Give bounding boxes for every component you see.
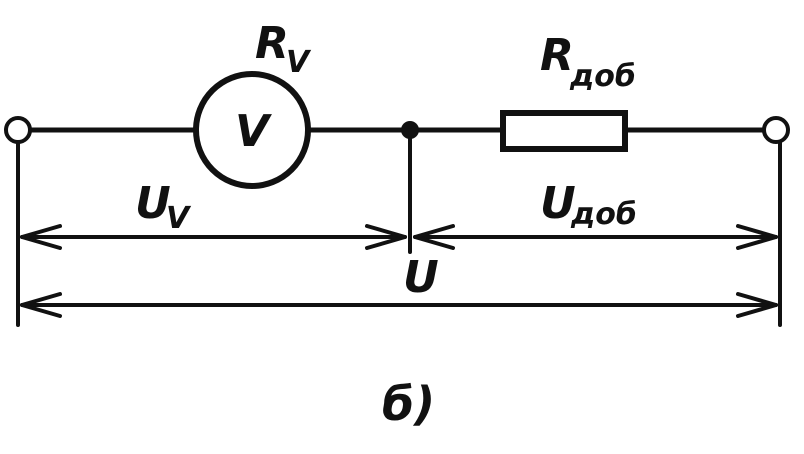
resistor-label: R доб (540, 30, 636, 94)
additional-resistor (500, 110, 628, 152)
dimension-arrow-udob (413, 224, 778, 250)
left-terminal (4, 116, 32, 144)
voltage-label-udob: U доб (540, 178, 637, 232)
voltmeter-label-main: R (255, 18, 289, 69)
dimension-arrow-uv (20, 224, 407, 250)
resistor-label-sub: доб (569, 59, 636, 94)
voltmeter-label: R V (255, 18, 312, 80)
voltage-label-udob-main: U (540, 178, 576, 229)
resistor-label-main: R (540, 30, 574, 81)
voltmeter: V (193, 71, 311, 189)
figure-caption: б) (382, 377, 435, 431)
voltage-label-udob-sub: доб (570, 197, 637, 232)
dimension-arrow-u (20, 292, 778, 318)
right-terminal (762, 116, 790, 144)
voltage-label-uv-sub: V (166, 201, 192, 236)
voltage-label-uv: U V (135, 178, 192, 236)
voltmeter-circle (193, 71, 311, 189)
voltmeter-label-sub: V (286, 45, 312, 80)
voltmeter-symbol: V (235, 106, 272, 157)
voltage-label-u: U (403, 252, 439, 303)
voltage-label-uv-main: U (135, 178, 171, 229)
